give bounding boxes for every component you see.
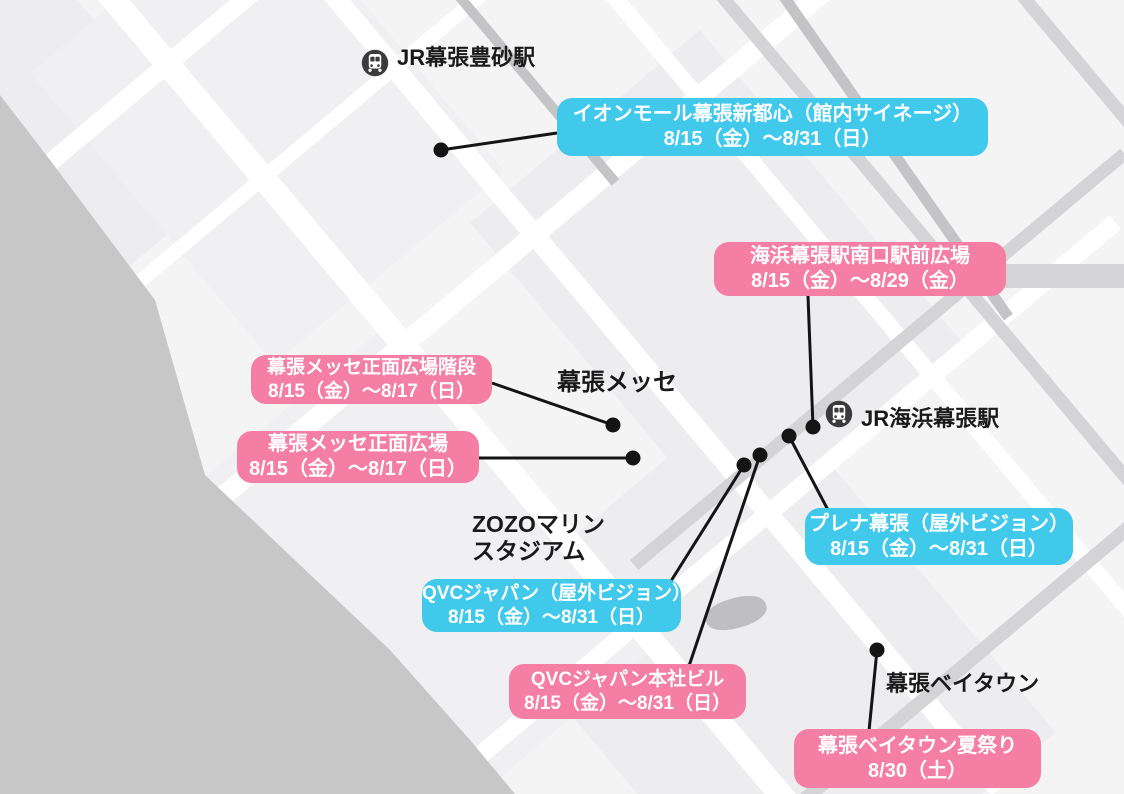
station-label: JR海浜幕張駅 (861, 405, 1000, 431)
callout-makuhari-messe-front-plaza: 幕張メッセ正面広場 8/15（金）〜8/17（日） (237, 431, 479, 483)
station-label: JR幕張豊砂駅 (397, 44, 536, 70)
callout-date: 8/15（金）〜8/29（金） (751, 270, 969, 292)
callout-date: 8/15（金）〜8/17（日） (268, 380, 475, 402)
place-label-makuhari-messe: 幕張メッセ (557, 369, 677, 396)
callout-date: 8/15（金）〜8/31（日） (830, 537, 1048, 560)
place-label-makuhari-baytown: 幕張ベイタウン (886, 671, 1040, 696)
marker-dot-messe-steps (605, 417, 621, 433)
callout-date: 8/30（土） (868, 759, 967, 782)
station-toyosuna: JR幕張豊砂駅 (361, 29, 535, 82)
callout-title: 海浜幕張駅南口駅前広場 (750, 245, 970, 267)
train-icon (825, 400, 853, 433)
callout-title: 幕張メッセ正面広場階段 (266, 356, 476, 378)
callout-kaihinmakuhari-station-south-plaza: 海浜幕張駅南口駅前広場 8/15（金）〜8/29（金） (714, 242, 1006, 296)
callout-title: プレナ幕張（屋外ビジョン） (809, 512, 1069, 535)
callout-qvc-japan-headquarters: QVCジャパン本社ビル 8/15（金）〜8/31（日） (509, 664, 746, 719)
place-label-line: スタジアム (472, 538, 586, 564)
place-label-zozo-marine-stadium: ZOZOマリン スタジアム (472, 511, 605, 565)
callout-makuhari-messe-front-plaza-steps: 幕張メッセ正面広場階段 8/15（金）〜8/17（日） (251, 355, 492, 404)
marker-dot-messe-plaza (625, 450, 641, 466)
callout-date: 8/15（金）〜8/31（日） (448, 606, 655, 628)
callout-title: 幕張メッセ正面広場 (268, 433, 448, 455)
callout-title: 幕張ベイタウン夏祭り (817, 734, 1018, 757)
callout-title: QVCジャパン本社ビル (530, 668, 725, 690)
callout-date: 8/15（金）〜8/17（日） (249, 458, 467, 480)
place-label-line: ZOZOマリン (472, 511, 605, 537)
callout-qvc-japan-outdoor-vision: QVCジャパン（屋外ビジョン） 8/15（金）〜8/31（日） (422, 579, 692, 632)
callout-title: イオンモール幕張新都心（館内サイネージ） (572, 103, 973, 125)
callout-makuhari-baytown-summer-festival: 幕張ベイタウン夏祭り 8/30（土） (794, 729, 1041, 788)
map-road (1002, 264, 1124, 288)
callout-date: 8/15（金）〜8/31（日） (663, 128, 882, 150)
callout-aeon-mall-makuhari-shintoshin: イオンモール幕張新都心（館内サイネージ） 8/15（金）〜8/31（日） (557, 98, 988, 156)
train-icon (361, 49, 389, 82)
callout-plena-makuhari: プレナ幕張（屋外ビジョン） 8/15（金）〜8/31（日） (805, 508, 1073, 565)
callout-date: 8/15（金）〜8/31（日） (524, 692, 731, 714)
station-kaihinmakuhari: JR海浜幕張駅 (825, 400, 999, 433)
callout-title: QVCジャパン（屋外ビジョン） (422, 582, 692, 604)
